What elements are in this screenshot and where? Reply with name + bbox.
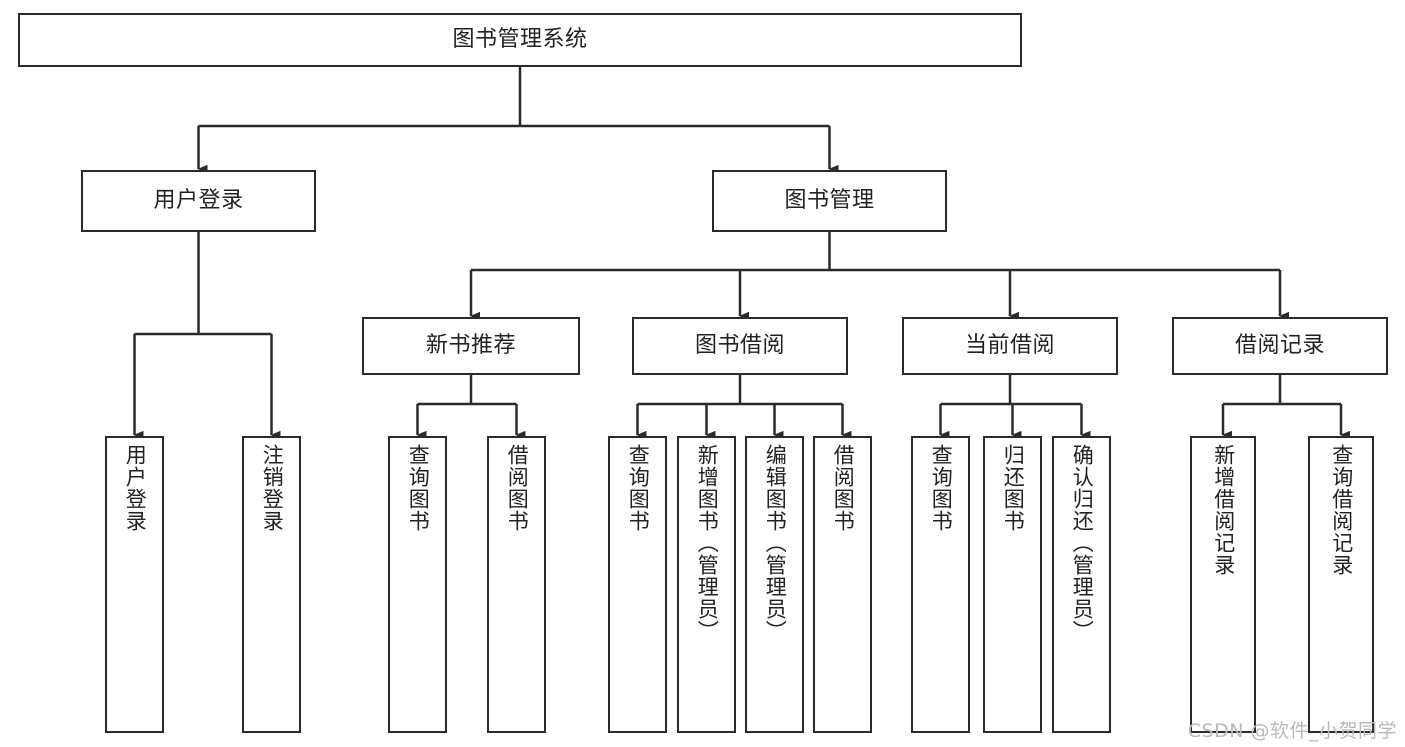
node-leaf-add-book[interactable]: 新增图书（管理员）: [677, 436, 736, 733]
node-leaf-query-book-3[interactable]: 查询图书: [911, 436, 970, 733]
node-book-manage[interactable]: 图书管理: [712, 170, 947, 232]
node-label-borrow-record: 借阅记录: [1234, 332, 1325, 358]
node-label-user-login: 用户登录: [153, 187, 244, 213]
node-label-leaf-add-book: 新增图书（管理员）: [695, 444, 720, 642]
node-label-leaf-add-borrow-record: 新增借阅记录: [1211, 444, 1236, 576]
node-label-book-borrow: 图书借阅: [694, 332, 785, 358]
node-label-root: 图书管理系统: [452, 26, 588, 52]
node-label-leaf-edit-book: 编辑图书（管理员）: [763, 444, 788, 642]
node-label-book-manage: 图书管理: [784, 187, 875, 213]
node-label-leaf-query-book-2: 查询图书: [626, 444, 651, 532]
node-leaf-borrow-book-1[interactable]: 借阅图书: [487, 436, 546, 733]
node-label-leaf-user-login: 用户登录: [123, 444, 148, 532]
node-label-leaf-query-book-3: 查询图书: [929, 444, 954, 532]
node-leaf-confirm-return[interactable]: 确认归还（管理员）: [1052, 436, 1111, 733]
node-label-new-book-recommend: 新书推荐: [425, 332, 516, 358]
node-leaf-return-book[interactable]: 归还图书: [983, 436, 1042, 733]
watermark-credit: CSDN @软件_小贺同学: [1187, 720, 1397, 742]
node-leaf-query-borrow-record[interactable]: 查询借阅记录: [1308, 436, 1374, 733]
node-current-borrow[interactable]: 当前借阅: [902, 317, 1118, 375]
node-label-leaf-logout-login: 注销登录: [260, 444, 285, 532]
node-leaf-add-borrow-record[interactable]: 新增借阅记录: [1190, 436, 1256, 733]
node-new-book-recommend[interactable]: 新书推荐: [362, 317, 580, 375]
node-leaf-edit-book[interactable]: 编辑图书（管理员）: [745, 436, 804, 733]
node-label-leaf-borrow-book-2: 借阅图书: [831, 444, 856, 532]
node-leaf-borrow-book-2[interactable]: 借阅图书: [813, 436, 872, 733]
node-root-book-management-system[interactable]: 图书管理系统: [18, 13, 1022, 67]
node-leaf-logout-login[interactable]: 注销登录: [242, 436, 301, 733]
node-label-leaf-confirm-return: 确认归还（管理员）: [1070, 444, 1095, 642]
node-leaf-query-book-1[interactable]: 查询图书: [388, 436, 447, 733]
node-book-borrow[interactable]: 图书借阅: [632, 317, 848, 375]
node-label-leaf-return-book: 归还图书: [1001, 444, 1026, 532]
node-label-leaf-query-book-1: 查询图书: [406, 444, 431, 532]
node-leaf-query-book-2[interactable]: 查询图书: [608, 436, 667, 733]
node-leaf-user-login[interactable]: 用户登录: [105, 436, 164, 733]
node-borrow-record[interactable]: 借阅记录: [1172, 317, 1388, 375]
node-label-leaf-borrow-book-1: 借阅图书: [505, 444, 530, 532]
node-label-leaf-query-borrow-record: 查询借阅记录: [1329, 444, 1354, 576]
node-user-login[interactable]: 用户登录: [81, 170, 316, 232]
node-label-current-borrow: 当前借阅: [964, 332, 1055, 358]
